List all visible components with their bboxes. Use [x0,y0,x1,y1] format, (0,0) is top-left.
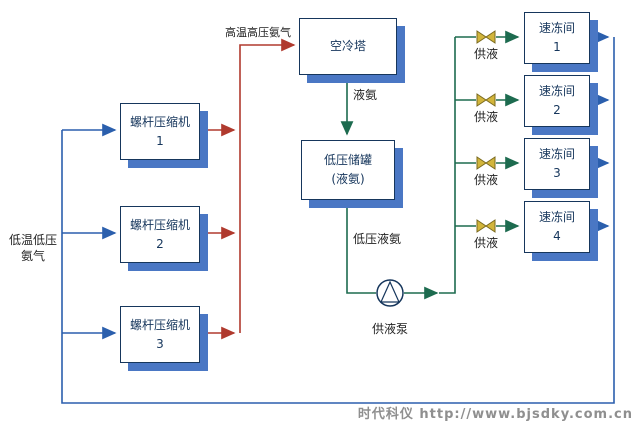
cold-gas-label-line1: 低温低压 [8,233,57,247]
freezer-number: 4 [553,229,561,243]
low-pressure-liquid-label: 低压液氨 [353,232,402,246]
compressor-name: 螺杆压缩机 [129,217,190,232]
valve-icon [476,93,496,107]
supply-valve-label-4: 供液 [473,236,498,250]
air-cooler-label: 空冷塔 [329,39,366,54]
tank-label-line1: 低压储罐 [323,153,372,168]
tank-box: 低压储罐 (液氨) [301,140,395,200]
air-cooler-box: 空冷塔 [299,18,397,75]
freezer-number: 3 [553,166,561,180]
compressor-number: 3 [156,336,164,351]
cold-gas-pipes [61,30,615,404]
compressor-name: 螺杆压缩机 [129,317,190,332]
supply-valve-icons [476,30,496,233]
freezer-name: 速冻间 [538,147,575,162]
cold-gas-label: 低温低压 氨气 [6,233,60,264]
freezer-number: 1 [553,40,561,54]
hot-gas-label: 高温高压氨气 [225,26,291,39]
compressor-number: 1 [156,133,164,148]
freezer-box-3: 速冻间 3 [524,138,590,190]
freezer-name: 速冻间 [538,21,575,36]
freezer-name: 速冻间 [538,210,575,225]
supply-valve-label-1: 供液 [473,47,498,61]
watermark-text: 时代科仪 http://www.bjsdky.com.cn [357,407,633,422]
compressor-box-2: 螺杆压缩机 2 [120,206,200,263]
liquid-ammonia-label: 液氨 [353,88,378,102]
freezer-box-4: 速冻间 4 [524,201,590,253]
freezer-name: 速冻间 [538,84,575,99]
freezer-box-2: 速冻间 2 [524,75,590,127]
pump-icon [376,279,404,307]
freezer-box-1: 速冻间 1 [524,12,590,64]
supply-valve-label-2: 供液 [473,110,498,124]
cold-gas-label-line2: 氨气 [20,248,45,263]
compressor-box-3: 螺杆压缩机 3 [120,306,200,363]
valve-icon [476,156,496,170]
liquid-pipes [340,30,520,300]
valve-icon [476,219,496,233]
hot-gas-pipes [198,38,296,340]
compressor-number: 2 [156,236,164,251]
compressor-name: 螺杆压缩机 [129,114,190,129]
freezer-number: 2 [553,103,561,117]
compressor-box-1: 螺杆压缩机 1 [120,103,200,160]
supply-valve-label-3: 供液 [473,173,498,187]
valve-icon [476,30,496,44]
tank-label-line2: (液氨) [331,172,365,186]
pump-label: 供液泵 [371,322,408,336]
